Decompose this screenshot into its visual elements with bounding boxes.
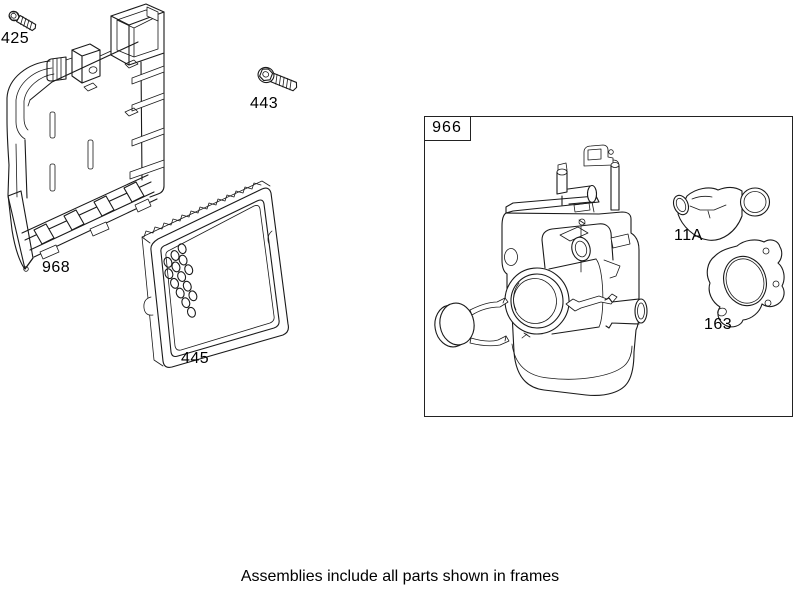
- carburetor-assembly-drawing: [434, 144, 648, 396]
- screw-425-drawing: [8, 10, 37, 32]
- carburetor-gasket-163-drawing: [706, 239, 785, 328]
- part-label-445: 445: [181, 350, 210, 367]
- part-label-425: 425: [1, 30, 30, 47]
- air-filter-445-drawing: [141, 180, 289, 368]
- frame-label-966: 966: [423, 115, 471, 141]
- diagram-caption: Assemblies include all parts shown in fr…: [240, 568, 560, 585]
- part-label-968: 968: [42, 259, 71, 276]
- part-label-443: 443: [250, 95, 279, 112]
- part-label-11A: 11A: [674, 227, 703, 244]
- assembly-frame-966: 966: [423, 115, 793, 417]
- bolt-443-drawing: [257, 66, 298, 92]
- part-label-163: 163: [704, 316, 733, 333]
- intake-elbow-11A-drawing: [672, 186, 771, 241]
- air-cleaner-base-968-drawing: [6, 3, 165, 272]
